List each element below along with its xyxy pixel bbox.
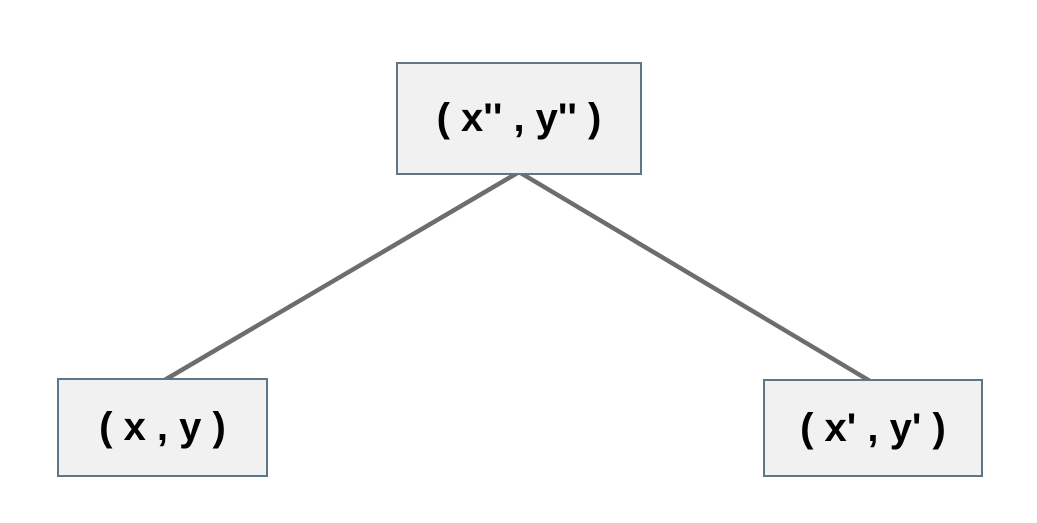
- node-left-child-label: ( x , y ): [99, 405, 226, 449]
- node-right-child-label: ( x' , y' ): [800, 405, 946, 450]
- node-root: ( x'' , y'' ): [396, 62, 642, 175]
- node-right-child: ( x' , y' ): [763, 379, 983, 477]
- edge-root-to-left-child: [160, 169, 522, 384]
- node-root-label: ( x'' , y'' ): [436, 96, 602, 140]
- edge-root-to-right-child: [516, 169, 873, 384]
- node-left-child: ( x , y ): [57, 378, 268, 477]
